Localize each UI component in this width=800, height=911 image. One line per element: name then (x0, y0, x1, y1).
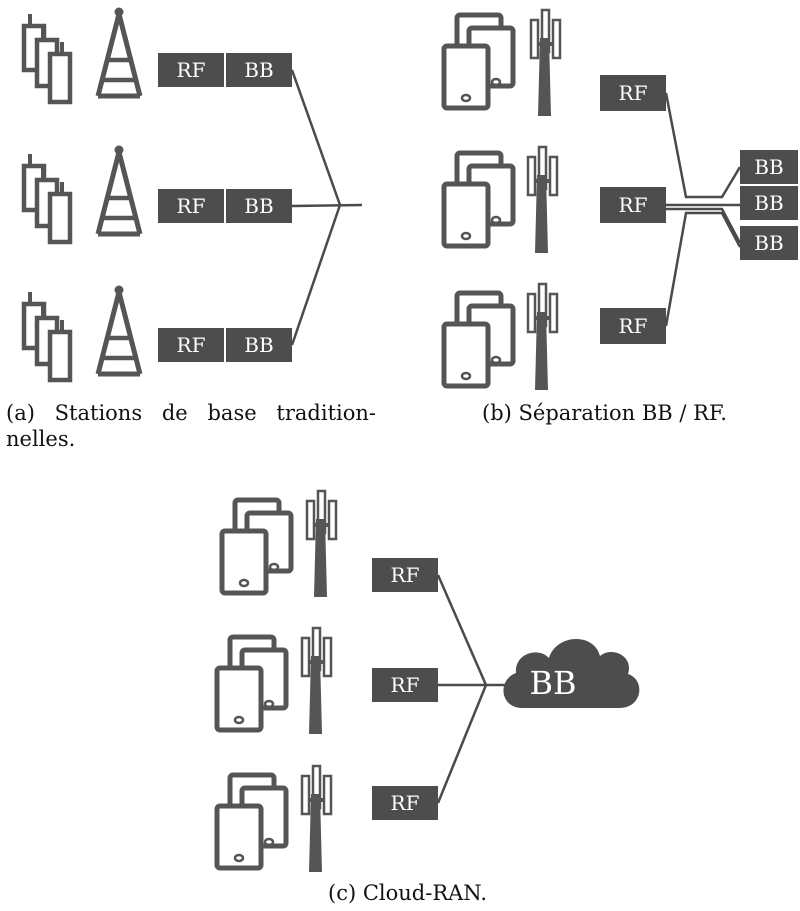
smartphones-icon (444, 293, 513, 386)
bb-label: BB (244, 194, 273, 218)
rf-box: RF (600, 75, 666, 111)
rf-label: RF (391, 563, 420, 587)
bb-box: BB (740, 186, 798, 220)
cell-tower-icon (529, 8, 562, 118)
lattice-tower-icon (98, 8, 140, 97)
caption-b: (b) Séparation BB / RF. (482, 401, 727, 425)
rf-box: RF (372, 668, 438, 702)
cell-tower-icon (300, 764, 333, 874)
fronthaul-links (664, 92, 742, 327)
panel-a: RF BB RF BB RF BB (24, 8, 363, 381)
bb-label: BB (754, 231, 783, 255)
lattice-tower-icon (98, 146, 140, 235)
rf-label: RF (177, 58, 206, 82)
bb-label: BB (244, 58, 273, 82)
rf-label: RF (619, 193, 648, 217)
smartphones-icon (217, 775, 286, 868)
bb-label: BB (244, 333, 273, 357)
lattice-tower-icon (98, 286, 140, 375)
smartphones-icon (444, 153, 513, 246)
mobile-phones-icon (24, 292, 70, 380)
smartphones-icon (217, 637, 286, 730)
bb-cloud-label: BB (529, 664, 576, 702)
rf-box: RF (372, 558, 438, 592)
rf-label: RF (391, 791, 420, 815)
rf-label: RF (177, 194, 206, 218)
cell-tower-icon (526, 282, 559, 392)
rf-label: RF (619, 81, 648, 105)
cloud-icon: BB (503, 638, 640, 708)
cell-tower-icon (300, 626, 333, 736)
cloud-links (436, 574, 512, 804)
bb-box: BB (740, 150, 798, 184)
smartphones-icon (222, 500, 291, 593)
rf-box: RF (158, 189, 224, 223)
bb-label: BB (754, 155, 783, 179)
bb-box: BB (226, 328, 292, 362)
rf-box: RF (372, 786, 438, 820)
rf-box: RF (600, 308, 666, 344)
rf-label: RF (391, 673, 420, 697)
panel-c: RF RF RF BB (217, 489, 640, 874)
cell-tower-icon (526, 145, 559, 255)
mobile-phones-icon (24, 154, 70, 242)
rf-label: RF (619, 314, 648, 338)
caption-a: (a) Stations de base tradition-nelles. (6, 401, 376, 451)
smartphones-icon (444, 15, 513, 108)
caption-c: (c) Cloud-RAN. (328, 881, 487, 905)
bb-label: BB (754, 191, 783, 215)
bb-box: BB (226, 53, 292, 87)
bb-box: BB (740, 226, 798, 260)
bb-box: BB (226, 189, 292, 223)
rf-box: RF (158, 328, 224, 362)
rf-box: RF (158, 53, 224, 87)
panel-b: RF RF RF BB BB BB (444, 8, 798, 392)
rf-box: RF (600, 187, 666, 223)
rf-label: RF (177, 333, 206, 357)
backhaul-links (290, 69, 363, 346)
mobile-phones-icon (24, 14, 70, 102)
cell-tower-icon (305, 489, 338, 599)
